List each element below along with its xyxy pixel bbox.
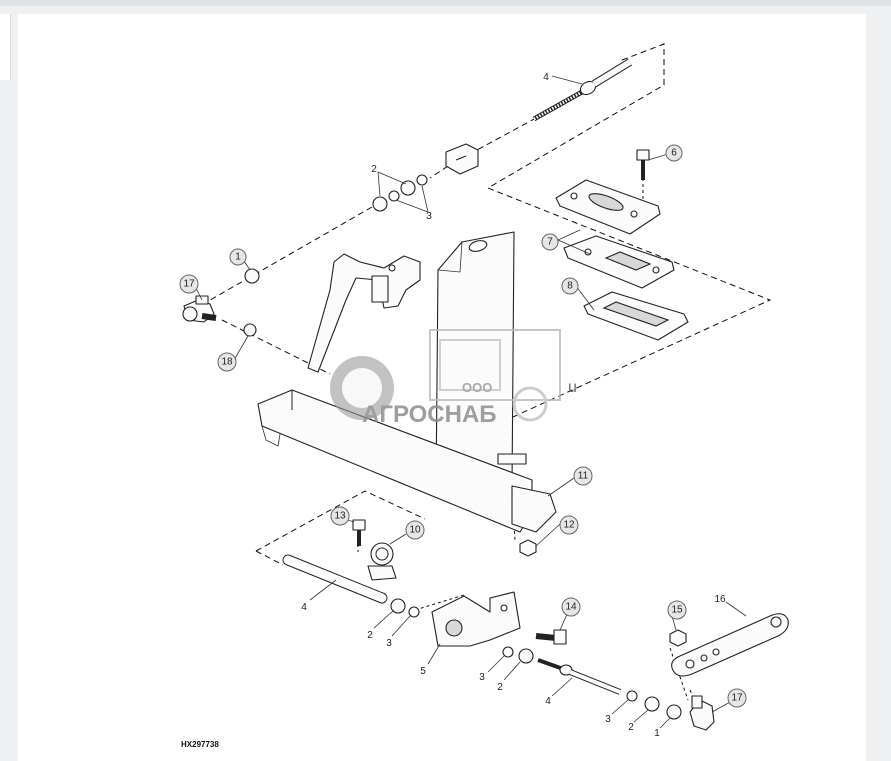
svg-text:17: 17	[183, 279, 195, 290]
figure-code-label: HX297738	[181, 740, 219, 749]
diagram-panel: ООО АГРОСНАБ u 4 6	[18, 14, 866, 761]
exploded-parts-diagram: ООО АГРОСНАБ u 4 6	[179, 43, 789, 739]
link-arm-part-16	[671, 613, 789, 677]
bolt-part-6	[636, 149, 650, 180]
control-lever-arm	[307, 253, 421, 373]
clamp-part-10	[367, 542, 397, 581]
lower-left-nut-washer	[390, 598, 420, 618]
callout-11: 11	[573, 466, 593, 486]
svg-text:18: 18	[221, 357, 233, 368]
callout-13: 13	[330, 506, 350, 526]
callout-14: 14	[561, 597, 581, 617]
callout-2-right: 2	[628, 722, 634, 733]
callout-3-upper: 3	[426, 211, 432, 222]
bolt-part-14	[535, 629, 567, 645]
callout-17-upper: 17	[179, 274, 199, 294]
cable-clip-bracket	[445, 143, 479, 175]
cable-upper-part-4	[532, 58, 633, 122]
callout-17-lower: 17	[727, 688, 747, 708]
threaded-rod-part-4	[537, 658, 622, 695]
plate-part-8	[583, 291, 689, 341]
svg-text:6: 6	[671, 148, 677, 159]
svg-text:7: 7	[547, 237, 553, 248]
callout-3-right: 3	[605, 714, 611, 725]
svg-text:1: 1	[235, 252, 241, 263]
callout-1-lower: 1	[654, 728, 660, 739]
callout-3-left: 3	[386, 638, 392, 649]
top-bar	[0, 0, 891, 6]
watermark-suffix: u	[568, 379, 577, 396]
callout-10: 10	[405, 520, 425, 540]
lower-right-nut-washer	[626, 690, 682, 720]
nut-part-15	[669, 629, 687, 647]
svg-text:15: 15	[671, 605, 683, 616]
callout-4-right: 4	[545, 696, 551, 707]
callout-6: 6	[665, 144, 683, 162]
callout-1-upper: 1	[229, 248, 247, 266]
bolt-part-13	[352, 519, 366, 546]
watermark-logo: ООО АГРОСНАБ u	[330, 329, 577, 428]
bracket-part-5	[431, 591, 521, 647]
callout-7: 7	[541, 233, 559, 251]
callout-15: 15	[667, 600, 687, 620]
callout-12: 12	[559, 515, 579, 535]
nut-part-12	[519, 539, 537, 557]
svg-text:12: 12	[563, 520, 575, 531]
svg-text:8: 8	[567, 281, 573, 292]
lower-mid-nut-washer	[502, 646, 534, 664]
callout-18: 18	[217, 352, 237, 372]
callout-8: 8	[561, 277, 579, 295]
callout-2-left: 2	[367, 630, 373, 641]
bracket-part-11	[511, 485, 557, 533]
callout-3-mid: 3	[479, 672, 485, 683]
svg-text:14: 14	[565, 602, 577, 613]
callout-16: 16	[714, 594, 726, 605]
elbow-fitting-part-17	[689, 695, 715, 731]
rod-part-4-lower	[282, 554, 388, 604]
callout-2-mid: 2	[497, 682, 503, 693]
watermark-prefix: ООО	[462, 380, 492, 395]
svg-text:11: 11	[578, 471, 589, 482]
callout-4-upper: 4	[543, 72, 549, 83]
plate-part-7	[555, 179, 675, 289]
upper-nut-washer-stack	[372, 174, 428, 212]
left-edge-strip	[0, 14, 11, 80]
callout-4-left: 4	[301, 602, 307, 613]
svg-text:13: 13	[334, 511, 346, 522]
callout-2-upper: 2	[371, 164, 377, 175]
watermark-name: АГРОСНАБ	[362, 401, 497, 428]
callout-5: 5	[420, 666, 426, 677]
svg-text:10: 10	[409, 525, 421, 536]
svg-text:17: 17	[731, 693, 743, 704]
